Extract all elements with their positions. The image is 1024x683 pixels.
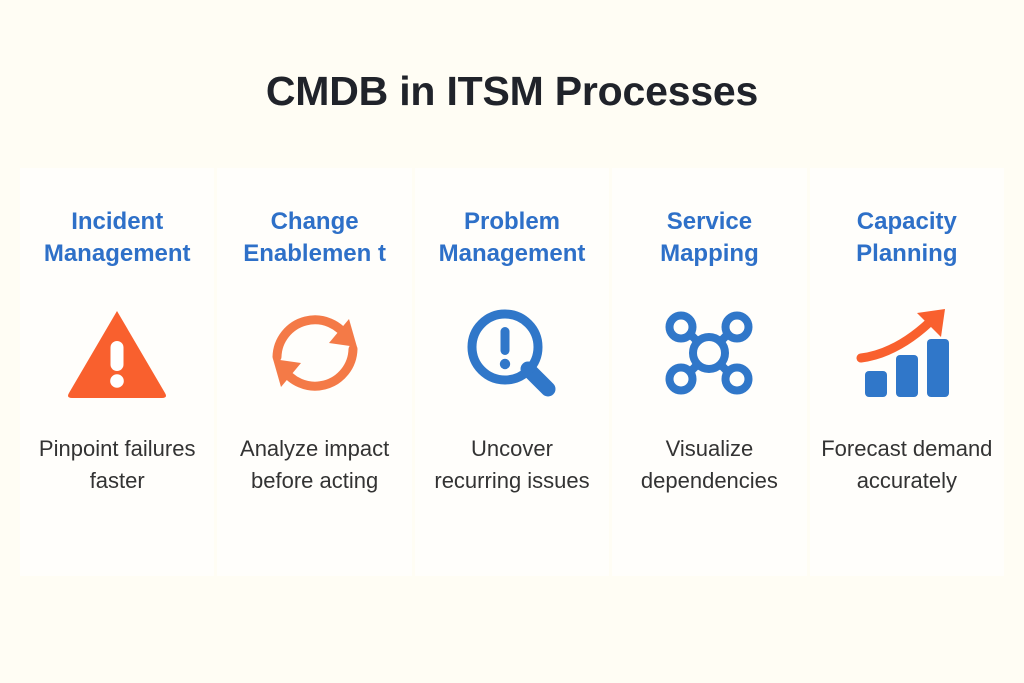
card-title-line-2: Management xyxy=(43,240,191,268)
card-description: Analyze impact before acting xyxy=(240,435,390,493)
card-description: Uncover recurring issues xyxy=(434,435,590,493)
magnifier-alert-icon xyxy=(462,305,562,401)
card-title-line-1: Problem xyxy=(463,208,561,235)
card-description: Forecast demand accurately xyxy=(821,435,993,493)
card-title: Capacity Planning xyxy=(856,206,957,271)
card-service-mapping[interactable]: Service Mapping Vi xyxy=(612,168,807,576)
card-title: Incident Management xyxy=(44,206,191,271)
card-title: Problem Management xyxy=(439,206,586,271)
page-title: CMDB in ITSM Processes xyxy=(265,68,759,114)
card-title-line-2: Planning xyxy=(856,240,958,268)
card-title-line-2: Management xyxy=(438,240,586,268)
card-description: Visualize dependencies xyxy=(640,435,778,493)
card-capacity-planning[interactable]: Capacity Planning Forecast demand accura… xyxy=(809,168,1005,576)
card-title-line-1: Change xyxy=(270,208,359,235)
card-title: Service Mapping xyxy=(660,206,759,271)
card-description: Pinpoint failures faster xyxy=(38,435,196,493)
refresh-cycle-icon xyxy=(265,305,365,401)
card-problem-management[interactable]: Problem Management Uncover recurring iss… xyxy=(414,168,610,576)
network-nodes-icon xyxy=(659,305,759,401)
warning-triangle-icon xyxy=(65,305,169,401)
card-title-line-1: Capacity xyxy=(856,208,957,235)
card-title-line-2: Mapping xyxy=(660,240,759,268)
card-title-line-2: Enablemen t xyxy=(243,240,386,268)
card-title: Change Enablemen t xyxy=(243,206,386,271)
card-incident-management[interactable]: Incident Management Pinpoint failures fa… xyxy=(20,168,215,576)
card-title-line-1: Incident xyxy=(71,208,164,235)
card-title-line-1: Service xyxy=(666,208,753,235)
process-card-row: Incident Management Pinpoint failures fa… xyxy=(20,168,1005,576)
card-change-enablement[interactable]: Change Enablemen t Analyze impact before… xyxy=(217,168,412,576)
growth-bar-chart-icon xyxy=(855,305,959,401)
